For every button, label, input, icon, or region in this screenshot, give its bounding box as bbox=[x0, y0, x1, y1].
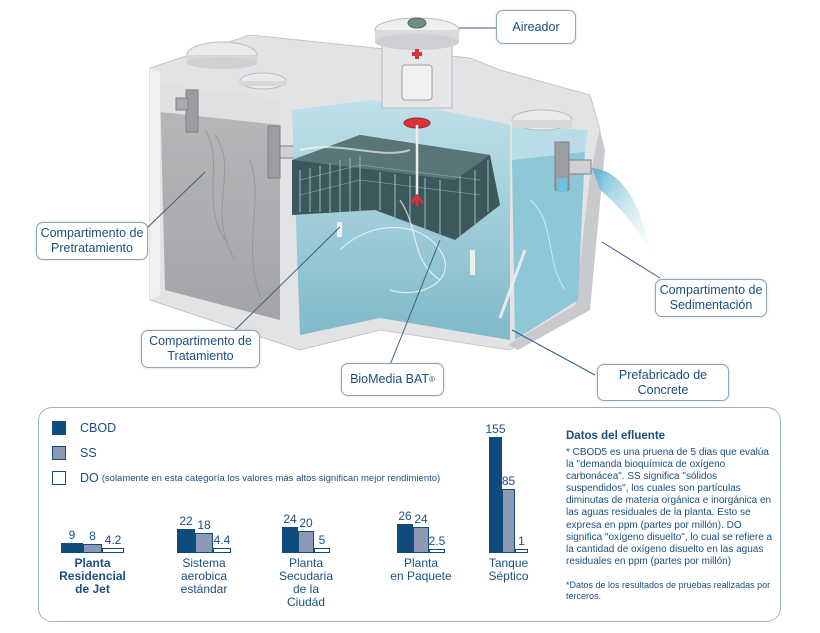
value-label-ss: 24 bbox=[414, 511, 428, 526]
category-label: Planta Secudaria de la Ciudád bbox=[278, 556, 334, 609]
category-label: Sistema aerobica estándar bbox=[180, 556, 228, 596]
value-label-cbod: 22 bbox=[179, 513, 193, 528]
aerator-unit bbox=[374, 17, 460, 206]
value-label-do: 4.2 bbox=[104, 533, 122, 548]
effluent-info: Datos del efluente * CBOD5 es una pruena… bbox=[566, 430, 776, 602]
value-label-do: 4.4 bbox=[213, 533, 231, 548]
bar-ss bbox=[502, 489, 515, 553]
aerator-vent-icon bbox=[407, 17, 427, 29]
value-label-cbod: 9 bbox=[68, 528, 76, 543]
legend-label-do: DO bbox=[80, 471, 99, 485]
callout-concrete: Prefabricado de Concrete bbox=[597, 364, 729, 401]
outlet-pipe-icon bbox=[554, 141, 592, 192]
registered-mark: ® bbox=[429, 375, 435, 384]
effluent-data-panel: CBOD SS DO (solamente en esta categoría … bbox=[38, 407, 781, 622]
bar-do bbox=[213, 548, 231, 553]
legend-item-do: DO (solamente en esta categoría los valo… bbox=[52, 471, 440, 485]
inlet-pipe-icon bbox=[175, 89, 199, 133]
legend-label-ss: SS bbox=[80, 446, 97, 460]
value-label-do: 5 bbox=[318, 532, 326, 547]
legend-item-ss: SS bbox=[52, 446, 97, 460]
info-title: Datos del efluente bbox=[566, 430, 666, 442]
tank-illustration bbox=[144, 17, 661, 376]
callout-tratamiento: Compartimento de Tratamiento bbox=[141, 330, 260, 368]
biomedia-block bbox=[292, 135, 500, 240]
value-label-ss: 18 bbox=[197, 518, 211, 533]
value-label-ss: 85 bbox=[501, 474, 516, 489]
bar-do bbox=[515, 549, 528, 553]
value-label-do: 1 bbox=[518, 534, 525, 548]
effluent-discharge-icon bbox=[592, 168, 650, 250]
legend-item-cbod: CBOD bbox=[52, 421, 116, 435]
category-label: Tanque Séptico bbox=[488, 556, 529, 583]
legend-swatch-cbod bbox=[52, 421, 66, 435]
callout-biomedia: BioMedia BAT® bbox=[341, 363, 444, 396]
bar-ss bbox=[298, 531, 314, 553]
value-label-do: 2.5 bbox=[428, 534, 446, 548]
bar-cbod bbox=[61, 543, 83, 553]
callout-pretratamiento: Compartimento de Pretratamiento bbox=[36, 222, 148, 260]
treatment-plant-diagram: Aireador Compartimento de Pretratamiento… bbox=[36, 10, 767, 401]
sedimentation-compartment bbox=[498, 109, 650, 340]
bar-ss bbox=[83, 544, 102, 553]
value-label-cbod: 26 bbox=[398, 509, 412, 524]
legend-swatch-ss bbox=[52, 446, 66, 460]
bar-cbod bbox=[177, 528, 195, 553]
bar-ss bbox=[195, 533, 213, 553]
bar-ss bbox=[413, 526, 429, 553]
bar-do bbox=[314, 547, 330, 553]
bar-cbod bbox=[282, 526, 298, 553]
callout-sedimentacion: Compartimento de Sedimentación bbox=[655, 279, 767, 317]
legend-label-cbod: CBOD bbox=[80, 421, 117, 435]
info-body: * CBOD5 es una pruena de 5 dias que eval… bbox=[566, 447, 773, 567]
callout-leader-lines bbox=[144, 27, 661, 376]
legend-swatch-do bbox=[52, 471, 66, 485]
category-label: Planta en Paquete bbox=[390, 556, 452, 583]
bar-cbod bbox=[397, 524, 413, 553]
value-label-ss: 8 bbox=[89, 529, 96, 544]
bar-do bbox=[102, 548, 124, 553]
bar-do bbox=[429, 549, 445, 553]
value-label-ss: 20 bbox=[299, 516, 313, 530]
value-label-cbod: 155 bbox=[485, 421, 506, 436]
treatment-compartment bbox=[292, 100, 510, 340]
bar-cbod bbox=[489, 436, 502, 553]
category-label: Planta Residencial de Jet bbox=[59, 556, 126, 596]
legend-note-do: (solamente en esta categoría los valores… bbox=[101, 472, 441, 484]
info-footnote: *Datos de los resultados de pruebas real… bbox=[566, 579, 771, 601]
pretreatment-compartment bbox=[160, 41, 295, 320]
callout-aireador: Aireador bbox=[496, 10, 576, 44]
callout-biomedia-label: BioMedia BAT bbox=[350, 372, 430, 386]
value-label-cbod: 24 bbox=[283, 511, 297, 526]
